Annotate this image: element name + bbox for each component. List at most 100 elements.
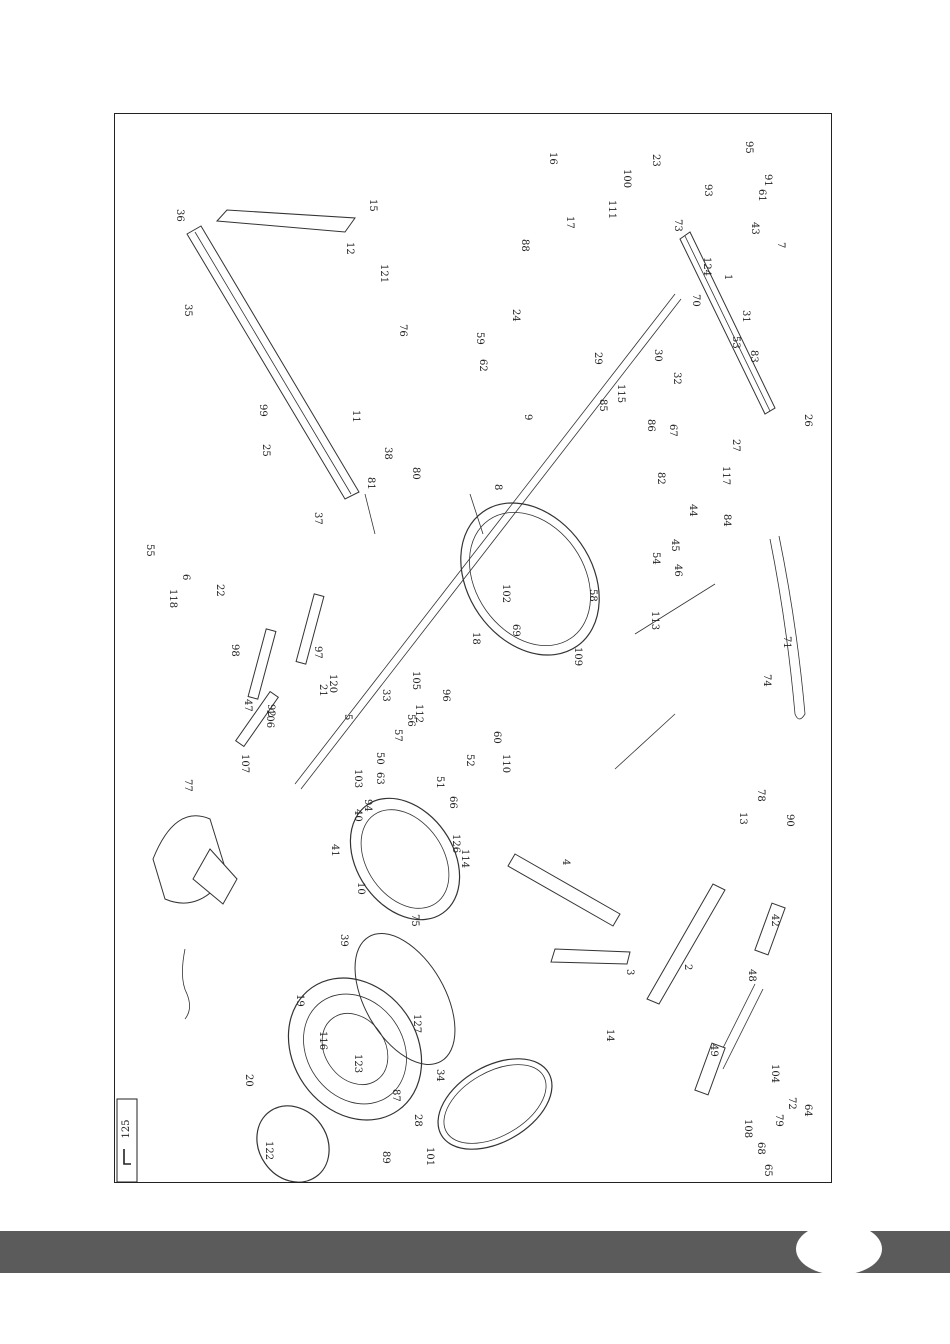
part-label-49: 49 [708, 1044, 719, 1057]
part-label-61: 61 [756, 189, 767, 202]
part-label-22: 22 [214, 584, 225, 597]
part-label-63: 63 [374, 772, 385, 785]
part-label-31: 31 [740, 310, 751, 323]
part-label-33: 33 [380, 689, 391, 702]
part-label-10: 10 [355, 882, 366, 895]
part-label-25: 25 [260, 444, 271, 457]
part-label-37: 37 [312, 512, 323, 525]
page-number-badge [796, 1223, 882, 1275]
part-label-76: 76 [397, 324, 408, 337]
part-label-80: 80 [410, 467, 421, 480]
part-label-85: 85 [597, 399, 608, 412]
part-label-41: 41 [329, 844, 340, 857]
part-label-3: 3 [624, 969, 635, 975]
part-label-98: 98 [229, 644, 240, 657]
part-label-126: 126 [450, 834, 461, 853]
part-label-44: 44 [687, 504, 698, 517]
part-label-36: 36 [174, 209, 185, 222]
part-label-7: 7 [775, 242, 786, 248]
part-label-79: 79 [773, 1114, 784, 1127]
part-label-38: 38 [382, 447, 393, 460]
part-label-97: 97 [312, 646, 323, 659]
part-label-68: 68 [755, 1142, 766, 1155]
part-label-112: 112 [413, 704, 424, 723]
part-number-labels: 1234567891011121314151617181920212223242… [144, 141, 813, 1177]
part-label-52: 52 [464, 754, 475, 767]
part-label-30: 30 [652, 349, 663, 362]
part-label-78: 78 [755, 789, 766, 802]
part-label-21: 21 [317, 684, 328, 697]
part-label-102: 102 [500, 584, 511, 603]
part-label-9: 9 [522, 414, 533, 420]
part-label-88: 88 [519, 239, 530, 252]
part-label-116: 116 [317, 1031, 328, 1050]
part-label-67: 67 [667, 424, 678, 437]
part-label-82: 82 [655, 472, 666, 485]
part-label-124: 124 [701, 257, 712, 276]
page-footer-bar [0, 1223, 950, 1275]
part-label-59: 59 [474, 332, 485, 345]
part-label-24: 24 [510, 309, 521, 322]
part-label-66: 66 [447, 796, 458, 809]
part-label-58: 58 [587, 589, 598, 602]
part-label-95: 95 [743, 141, 754, 154]
part-label-127: 127 [411, 1014, 422, 1033]
part-label-53: 53 [730, 336, 741, 349]
part-label-11: 11 [350, 410, 361, 423]
part-label-65: 65 [762, 1164, 773, 1177]
part-label-6: 6 [180, 574, 191, 580]
part-label-73: 73 [672, 219, 683, 232]
part-label-100: 100 [621, 169, 632, 188]
main-frame-drawing [152, 209, 806, 1182]
part-label-19: 19 [294, 994, 305, 1007]
part-label-17: 17 [564, 216, 575, 229]
diagram-drawing: 1 25 [116, 141, 813, 1182]
part-label-105: 105 [410, 671, 421, 690]
part-label-81: 81 [365, 477, 376, 490]
part-label-111: 111 [606, 200, 617, 219]
part-label-26: 26 [802, 414, 813, 427]
part-label-42: 42 [769, 914, 780, 927]
part-label-75: 75 [409, 914, 420, 927]
part-label-18: 18 [470, 632, 481, 645]
part-label-15: 15 [367, 199, 378, 212]
title-box [116, 1098, 138, 1182]
part-label-39: 39 [338, 934, 349, 947]
part-label-121: 121 [378, 264, 389, 283]
part-label-29: 29 [592, 352, 603, 365]
part-label-13: 13 [737, 812, 748, 825]
part-label-47: 47 [242, 699, 253, 712]
exploded-parts-diagram: 1 25 [114, 113, 832, 1183]
part-label-72: 72 [786, 1097, 797, 1110]
part-label-1: 1 [722, 274, 733, 280]
part-label-108: 108 [742, 1119, 753, 1138]
part-label-70: 70 [690, 294, 701, 307]
part-label-91: 91 [762, 174, 773, 187]
part-label-101: 101 [424, 1147, 435, 1166]
part-label-89: 89 [380, 1151, 391, 1164]
part-label-109: 109 [572, 647, 583, 666]
part-label-117: 117 [720, 466, 731, 485]
part-label-8: 8 [492, 484, 503, 490]
part-label-32: 32 [671, 372, 682, 385]
part-label-54: 54 [650, 552, 661, 565]
part-label-77: 77 [182, 779, 193, 792]
part-label-110: 110 [500, 754, 511, 773]
part-label-90: 90 [784, 814, 795, 827]
part-label-56: 56 [405, 714, 416, 727]
part-label-2: 2 [682, 964, 693, 970]
part-label-57: 57 [392, 729, 403, 742]
part-label-12: 12 [344, 242, 355, 255]
part-label-113: 113 [649, 611, 660, 630]
part-label-64: 64 [802, 1104, 813, 1117]
part-label-43: 43 [749, 222, 760, 235]
part-label-106: 106 [264, 709, 275, 728]
part-label-46: 46 [672, 564, 683, 577]
part-label-120: 120 [327, 674, 338, 693]
part-label-23: 23 [650, 154, 661, 167]
part-label-35: 35 [182, 304, 193, 317]
part-label-99: 99 [257, 404, 268, 417]
part-label-16: 16 [547, 152, 558, 165]
part-label-84: 84 [721, 514, 732, 527]
part-label-104: 104 [769, 1064, 780, 1083]
